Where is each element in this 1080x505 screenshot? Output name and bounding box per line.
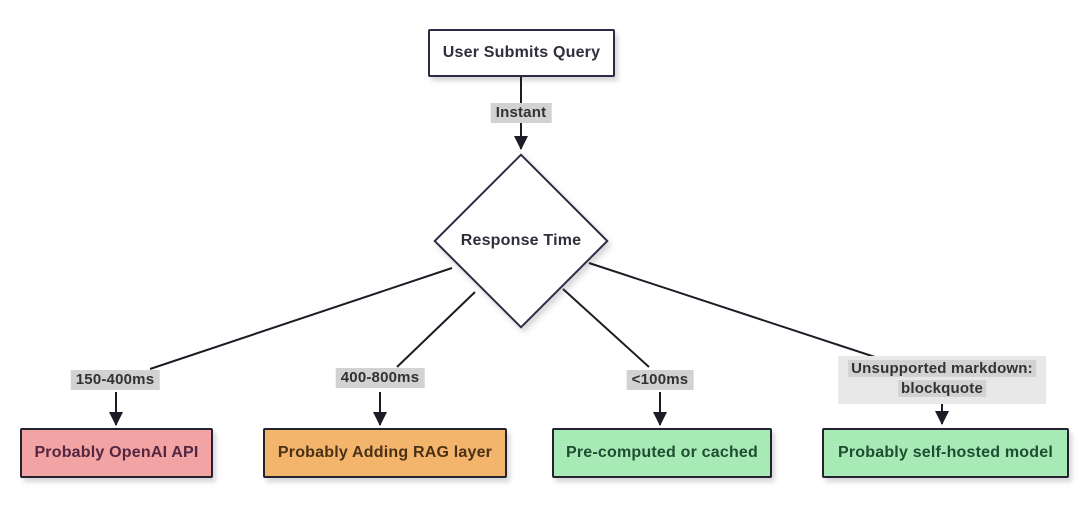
node-probably-self-hosted-model: Probably self-hosted model bbox=[822, 428, 1069, 478]
node-probably-adding-rag-layer: Probably Adding RAG layer bbox=[263, 428, 507, 478]
node-pre-computed-or-cached: Pre-computed or cached bbox=[552, 428, 772, 478]
edge-label-instant: Instant bbox=[490, 103, 552, 123]
edge-label-150-400ms: 150-400ms bbox=[70, 370, 160, 390]
edge-label-line1: Unsupported markdown: bbox=[848, 360, 1036, 377]
edge-unsupported-diagonal bbox=[588, 262, 879, 359]
edge-label-400-800ms: 400-800ms bbox=[335, 368, 425, 388]
node-label: Probably self-hosted model bbox=[837, 444, 1053, 461]
edge-150-400ms-diagonal bbox=[149, 267, 453, 370]
edge-label-unsupported-markdown: Unsupported markdown: blockquote bbox=[838, 356, 1046, 404]
edge-under-100ms-diagonal bbox=[562, 288, 650, 368]
edge-label-under-100ms: <100ms bbox=[626, 370, 694, 390]
node-label: Response Time bbox=[460, 232, 582, 249]
node-user-submits-query: User Submits Query bbox=[428, 29, 615, 77]
node-label: Pre-computed or cached bbox=[565, 444, 758, 461]
node-response-time-decision: Response Time bbox=[433, 153, 609, 329]
node-label: User Submits Query bbox=[442, 44, 601, 61]
edge-label-line2: blockquote bbox=[897, 380, 987, 397]
node-probably-openai-api: Probably OpenAI API bbox=[20, 428, 213, 478]
edge-400-800ms-diagonal bbox=[396, 291, 476, 368]
node-label: Probably OpenAI API bbox=[34, 444, 199, 461]
node-label: Probably Adding RAG layer bbox=[277, 444, 493, 461]
